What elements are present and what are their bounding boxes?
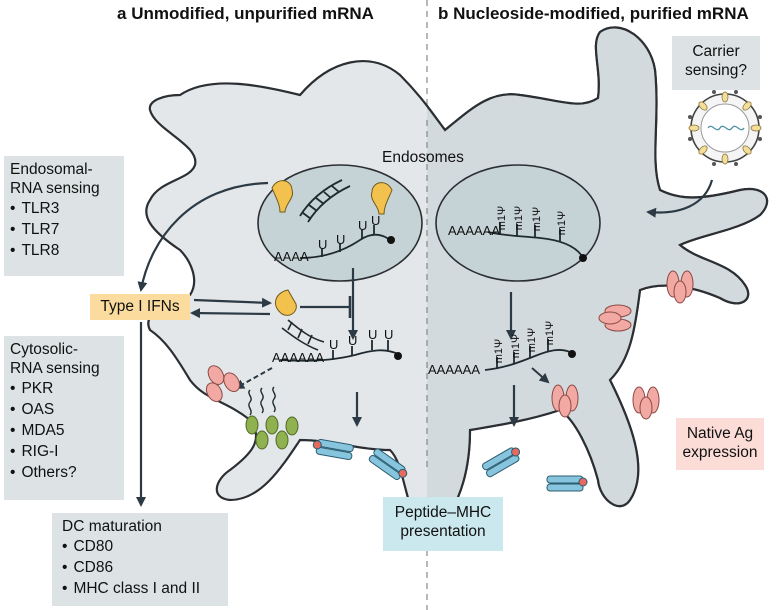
list-item: PKR (10, 378, 124, 399)
u-label: U (336, 232, 346, 247)
dc-maturation-box: DC maturation CD80 CD86 MHC class I and … (52, 513, 228, 606)
dc-list: CD80 CD86 MHC class I and II (62, 536, 228, 599)
lipid-nanoparticle-icon (688, 90, 762, 166)
m1psi-label: m1Ψ (493, 338, 506, 364)
u-label: U (371, 213, 381, 228)
endosomal-title-1: Endosomal- (10, 161, 93, 178)
list-item: TLR7 (10, 219, 124, 240)
u-label: U (368, 327, 378, 342)
u-label: U (318, 237, 328, 252)
polya-right-cytosol: AAAAAA (428, 362, 481, 377)
panel-a-title: Unmodified, unpurified mRNA (131, 4, 374, 23)
u-label: U (329, 337, 339, 352)
arrow-sensor-to-ifn (190, 308, 271, 319)
native-line-1: Native Ag (686, 425, 754, 442)
cytosolic-title-1: Cytosolic- (10, 341, 79, 358)
m1psi-label: m1Ψ (531, 206, 544, 232)
endosome-right (435, 164, 601, 282)
panel-b-title: Nucleoside-modified, purified mRNA (453, 4, 749, 23)
mhc-icons (312, 438, 588, 492)
polya-left-endosome: AAAA (274, 249, 309, 264)
peptide-line-2: presentation (400, 523, 486, 540)
endosomes-label: Endosomes (382, 149, 464, 166)
panel-b-letter: b (438, 4, 449, 23)
panel-b-header: b Nucleoside-modified, purified mRNA (438, 4, 749, 24)
endosomal-list: TLR3 TLR7 TLR8 (10, 198, 124, 261)
list-item: Others? (10, 462, 124, 483)
cytosolic-rna-sensing-box: Cytosolic- RNA sensing PKR OAS MDA5 RIG-… (4, 336, 124, 500)
arrow-carrier (646, 179, 714, 218)
list-item: RIG-I (10, 441, 124, 462)
u-label: U (348, 333, 358, 348)
panel-a-letter: a (117, 4, 127, 23)
cytosolic-list: PKR OAS MDA5 RIG-I Others? (10, 378, 124, 483)
polya-left-cytosol: AAAAAA (272, 350, 325, 365)
modified-mrna-cytosol (484, 339, 571, 371)
peptide-mhc-box: Peptide–MHC presentation (383, 497, 503, 551)
tlr-receptor-icon (271, 180, 393, 215)
list-item: CD86 (62, 557, 228, 578)
m1psi-label: m1Ψ (526, 327, 539, 353)
m1psi-label: m1Ψ (510, 333, 523, 359)
m1psi-label: m1Ψ (513, 205, 526, 231)
m1psi-label: m1Ψ (544, 320, 557, 346)
list-item: MDA5 (10, 420, 124, 441)
list-item: TLR3 (10, 198, 124, 219)
unmodified-mrna-cytosol (279, 340, 399, 362)
list-item: OAS (10, 399, 124, 420)
endosomal-rna-sensing-box: Endosomal- RNA sensing TLR3 TLR7 TLR8 (4, 156, 124, 276)
unmodified-mrna-endosome (299, 225, 391, 259)
list-item: MHC class I and II (62, 578, 228, 599)
arrow-endosome-to-ifn (137, 181, 269, 292)
endosomal-dsrna (299, 179, 351, 223)
m1psi-label: m1Ψ (556, 210, 569, 236)
arrow-ifn-to-sensor (193, 297, 272, 308)
carrier-line-1: Carrier (692, 43, 740, 60)
polya-right-endosome: AAAAAA (448, 223, 501, 238)
arrow-translation-left (234, 367, 273, 389)
cytosolic-title-2: RNA sensing (10, 360, 100, 377)
list-item: CD80 (62, 536, 228, 557)
u-label: U (358, 218, 368, 233)
dc-title: DC maturation (62, 518, 162, 535)
antigen-icons (205, 270, 694, 420)
peptide-line-1: Peptide–MHC (394, 504, 492, 521)
carrier-line-2: sensing? (684, 62, 748, 79)
type-i-ifns-box: Type I IFNs (90, 294, 190, 320)
m1psi-label: m1Ψ (496, 205, 509, 231)
carrier-sensing-box: Carrier sensing? (672, 36, 760, 90)
native-ag-expression-box: Native Ag expression (676, 418, 764, 470)
cytosolic-sensor-icon (274, 289, 325, 351)
cytokine-icon (245, 386, 299, 450)
panel-a-header: a Unmodified, unpurified mRNA (117, 4, 374, 24)
type-i-ifns-label: Type I IFNs (100, 298, 180, 315)
modified-mrna-endosome (487, 222, 583, 257)
u-label: U (384, 327, 394, 342)
list-item: TLR8 (10, 240, 124, 261)
arrow-translation-right (531, 367, 550, 384)
endosomal-title-2: RNA sensing (10, 180, 100, 197)
native-line-2: expression (682, 444, 758, 461)
